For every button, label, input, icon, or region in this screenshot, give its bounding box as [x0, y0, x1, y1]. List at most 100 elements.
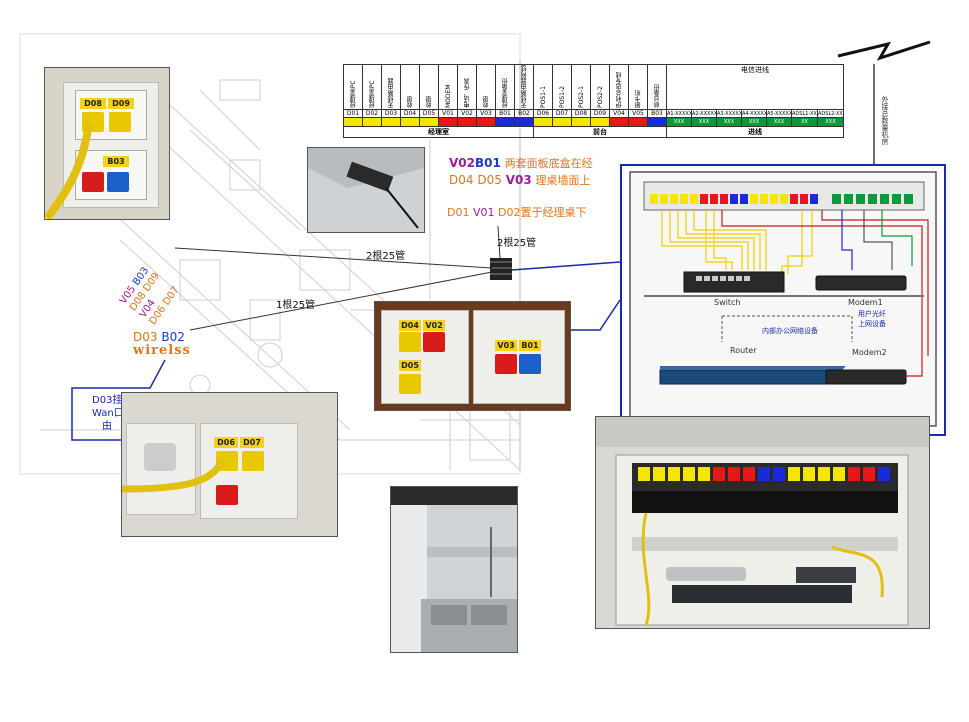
- port-id-cell: D03: [381, 109, 401, 118]
- group-manager: 经理室: [343, 126, 534, 138]
- rack-telecom-port: [844, 194, 853, 204]
- port-color-cell: [552, 117, 572, 127]
- plate-label: B01: [519, 340, 541, 351]
- rack-photo-port: [698, 467, 710, 481]
- port-color-cell: [571, 117, 591, 127]
- port-color-cell: [419, 117, 439, 127]
- rack-panel-port: [670, 194, 678, 204]
- port-color-cell: [495, 117, 515, 127]
- port-color-cell: [609, 117, 629, 127]
- callout-text: D03挂 Wan口 由: [92, 395, 124, 432]
- backup-port: [519, 354, 541, 374]
- rack-photo-port: [848, 467, 860, 481]
- rack-panel-port: [720, 194, 728, 204]
- rack-diagram: Switch Modem1 用户光纤 上网设备 内部办公网络设备 Router …: [620, 164, 946, 436]
- port-color-cell: [514, 117, 534, 127]
- rack-telecom-port: [904, 194, 913, 204]
- wall-plate-photo-2: D04 V02 D05 V03 B01: [374, 301, 571, 411]
- rack-photo-port: [713, 467, 725, 481]
- rack-telecom-port: [856, 194, 865, 204]
- plate-label: D07: [240, 437, 264, 448]
- phone-port: [82, 172, 104, 192]
- rack-photo-port: [758, 467, 770, 481]
- port-id-cell: V03: [476, 109, 496, 118]
- port-color-cell: [343, 117, 363, 127]
- port-top-label: 经理室IPC: [362, 64, 382, 110]
- rack-panel-port: [790, 194, 798, 204]
- phone-port: [495, 354, 517, 374]
- port-table: 经理室IPC 经理室IPC 无线路由器 收银 收银 MODEM 电话、传真 收银…: [343, 64, 845, 138]
- wall-plate-photo-3: D06 D07: [121, 392, 338, 537]
- port-id-cell: D02: [362, 109, 382, 118]
- group-incoming: 进线: [665, 126, 845, 138]
- ethernet-port: [242, 451, 264, 471]
- telecom-col: A1-XXXXX: [666, 109, 692, 118]
- plate-label: D05: [399, 360, 421, 371]
- port-top-label: 经理室备份: [495, 64, 515, 110]
- port-id-cell: V05: [628, 109, 648, 118]
- wall-plate-photo-1: D08 D09 B03: [44, 67, 170, 220]
- rack-photo-port: [818, 467, 830, 481]
- port-id-cell: V01: [438, 109, 458, 118]
- port-top-label: 收银: [419, 64, 439, 110]
- port-id-cell: B03: [647, 109, 667, 118]
- port-color-cell: [628, 117, 648, 127]
- port-top-label: POS1-1: [533, 64, 553, 110]
- port-color-cell: [457, 117, 477, 127]
- backup-port: [107, 172, 129, 192]
- port-id-cell: D05: [419, 109, 439, 118]
- plate-label: D04: [399, 320, 421, 331]
- rack-photo-port: [743, 467, 755, 481]
- ethernet-port: [399, 332, 421, 352]
- antenna-label: 外接总数量机房: [881, 96, 889, 145]
- camera-photo: [307, 147, 425, 233]
- plate-label: B03: [103, 156, 129, 167]
- rack-panel-port: [650, 194, 658, 204]
- rack-telecom-port: [880, 194, 889, 204]
- rack-photo-port: [788, 467, 800, 481]
- port-color-cell: [400, 117, 420, 127]
- port-id-cell: D06: [533, 109, 553, 118]
- rack-telecom-port: [832, 194, 841, 204]
- group-front: 前台: [533, 126, 667, 138]
- rack-panel-port: [810, 194, 818, 204]
- office-network-note: 内部办公网络设备: [762, 327, 818, 335]
- port-color-cell: [533, 117, 553, 127]
- telecom-value: XXX: [716, 117, 742, 127]
- rack-panel-port: [740, 194, 748, 204]
- port-id-cell: B01: [495, 109, 515, 118]
- switch-label: Switch: [714, 298, 741, 307]
- plate-label: D09: [108, 98, 134, 109]
- phone-port: [216, 485, 238, 505]
- telecom-value: XXX: [666, 117, 692, 127]
- rack-photo-port: [863, 467, 875, 481]
- port-id-cell: D04: [400, 109, 420, 118]
- telecom-col: A4-XXXXX: [741, 109, 767, 118]
- phone-port: [423, 332, 445, 352]
- port-top-label: MODEM: [438, 64, 458, 110]
- back-panel-label: V02B01 两套面板底盒在经 D04 D05 V03 理桌墙面上: [449, 156, 593, 187]
- rack-photo-port: [728, 467, 740, 481]
- rack-panel-port: [730, 194, 738, 204]
- port-id-cell: D07: [552, 109, 572, 118]
- port-top-label: 收银: [400, 64, 420, 110]
- rack-photo: [595, 416, 930, 629]
- modem1-label: Modem1: [848, 298, 883, 307]
- port-id-cell: V02: [457, 109, 477, 118]
- rack-panel-port: [750, 194, 758, 204]
- port-top-label: POS2-2: [590, 64, 610, 110]
- rack-photo-port: [683, 467, 695, 481]
- plate-label: D08: [80, 98, 106, 109]
- router-label: Router: [730, 346, 757, 355]
- wireless-label: D03 B02 wirelss: [133, 330, 191, 358]
- rack-panel-port: [700, 194, 708, 204]
- rack-photo-port: [833, 467, 845, 481]
- user-fiber-note: 用户光纤 上网设备: [858, 310, 886, 328]
- ethernet-port: [109, 112, 131, 132]
- port-top-label: 前台备份: [647, 64, 667, 110]
- rack-photo-port: [773, 467, 785, 481]
- rack-panel-port: [770, 194, 778, 204]
- port-color-cell: [362, 117, 382, 127]
- rack-photo-port: [803, 467, 815, 481]
- rack-panel-port: [760, 194, 768, 204]
